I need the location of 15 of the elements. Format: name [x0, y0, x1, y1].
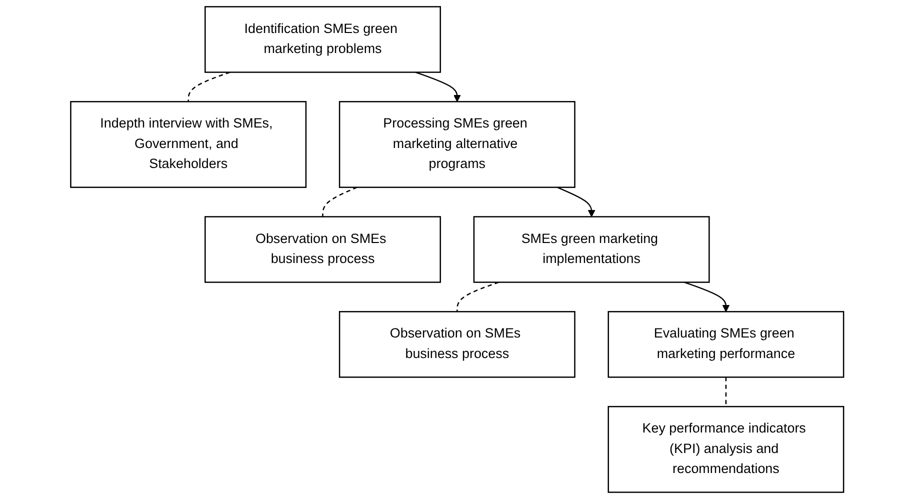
- connector: [322, 186, 358, 217]
- arrow: [556, 186, 596, 218]
- arrow: [415, 72, 461, 102]
- node-box: SMEs green marketing implementations: [473, 216, 710, 283]
- connector: [188, 72, 230, 102]
- node-box: Indepth interview with SMEs, Government, and Stakeholders: [70, 101, 306, 188]
- arrow: [684, 282, 730, 312]
- node-box: Evaluating SMEs green marketing performance: [608, 311, 844, 378]
- node-box: Observation on SMEs business process: [338, 311, 576, 378]
- node-box: Identification SMEs green marketing problems: [204, 6, 441, 73]
- node-box: Observation on SMEs business process: [204, 216, 441, 283]
- node-box: Processing SMEs green marketing alternative programs: [338, 101, 576, 188]
- connector: [456, 282, 499, 312]
- connector: [725, 377, 726, 407]
- node-box: Key performance indicators (KPI) analysis and recommendations: [608, 406, 844, 493]
